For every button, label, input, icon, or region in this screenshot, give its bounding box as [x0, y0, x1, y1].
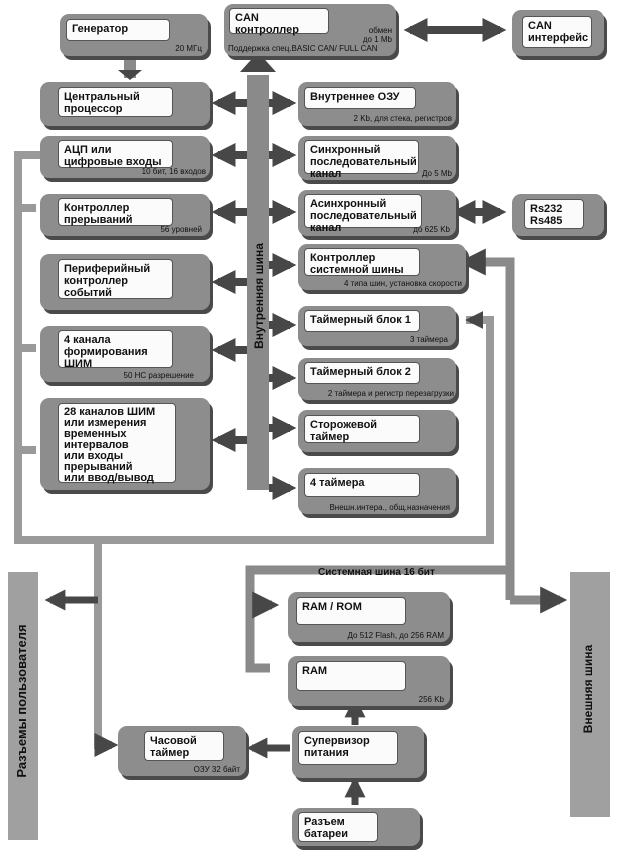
external-bus-panel [570, 572, 610, 817]
timer2-block: Таймерный блок 2 2 таймера и регистр пер… [298, 358, 456, 400]
adc-title: АЦП или цифровые входы [64, 144, 162, 168]
adc-note: 10 бит, 16 входов [141, 167, 206, 176]
async-serial-title: Асинхронный последовательный канал [310, 198, 417, 234]
battery-block: Разъем батареи [292, 808, 420, 846]
internal-ram-note: 2 Kb, для стека, регистров [353, 114, 452, 123]
interrupt-controller-block: Контроллер прерываний 56 уровней [40, 194, 210, 236]
external-bus-label: Внешняя шина [581, 644, 595, 734]
ram-note: 256 Kb [418, 695, 444, 704]
ram-block: RAM 256 Kb [288, 656, 450, 706]
async-serial-block: Асинхронный последовательный канал до 62… [298, 190, 456, 236]
clock-block: Часовой таймер ОЗУ 32 байт [118, 726, 246, 776]
pwm4-block: 4 канала формирования ШИМ 50 НС разрешен… [40, 326, 210, 382]
internal-ram-block: Внутреннее ОЗУ 2 Kb, для стека, регистро… [298, 82, 456, 126]
pwm4-note: 50 НС разрешение [123, 371, 194, 380]
ram-title: RAM [302, 665, 328, 677]
timers4-block: 4 таймера Внешн.интера., общ.назначения [298, 468, 456, 514]
sysbus-controller-note: 4 типа шин, установка скорости [343, 279, 462, 288]
watchdog-block: Сторожевой таймер [298, 410, 456, 452]
user-connectors-panel [8, 572, 38, 840]
timers4-note: Внешн.интера., общ.назначения [329, 503, 450, 512]
can-controller-block: CAN контроллер обмен до 1 Mb Поддержка с… [224, 4, 396, 56]
left-collector-line [14, 151, 494, 544]
ramrom-title: RAM / ROM [302, 601, 362, 613]
interrupt-controller-title: Контроллер прерываний [64, 202, 133, 226]
timer1-block: Таймерный блок 1 3 таймера [298, 306, 456, 346]
rs-title: Rs232 Rs485 [530, 203, 563, 227]
internal-ram-title: Внутреннее ОЗУ [310, 91, 400, 103]
timer2-note: 2 таймера и регистр перезагрузки [327, 389, 454, 398]
ramrom-note: До 512 Flash, до 256 RAM [347, 631, 444, 640]
can-controller-rate: обмен до 1 Mb [362, 26, 392, 44]
generator-note: 20 МГц [175, 44, 202, 53]
cpu-title: Центральный процессор [64, 91, 140, 115]
pec-block: Периферийный контроллер событий [40, 254, 210, 310]
supervisor-block: Супервизор питания [292, 726, 424, 778]
can-controller-title: CAN контроллер [235, 12, 299, 36]
battery-title: Разъем батареи [304, 816, 349, 840]
pec-title: Периферийный контроллер событий [64, 263, 151, 299]
generator-title: Генератор [72, 23, 129, 35]
cpu-block: Центральный процессор [40, 82, 210, 126]
rs-block: Rs232 Rs485 [512, 194, 604, 236]
can-controller-note: Поддержка спец.BASIC CAN/ FULL CAN [228, 44, 378, 53]
sync-serial-title: Синхронный последовательный канал [310, 144, 417, 180]
timer2-title: Таймерный блок 2 [310, 366, 411, 378]
clock-note: ОЗУ 32 байт [193, 765, 240, 774]
timer1-title: Таймерный блок 1 [310, 314, 411, 326]
watchdog-title: Сторожевой таймер [310, 419, 378, 443]
pwm28-block: 28 каналов ШИМ или измерения временных и… [40, 398, 210, 490]
pwm28-title: 28 каналов ШИМ или измерения временных и… [64, 406, 156, 484]
adc-block: АЦП или цифровые входы 10 бит, 16 входов [40, 136, 210, 178]
supervisor-title: Супервизор питания [304, 735, 370, 759]
internal-bus-label: Внутренняя шина [252, 243, 266, 349]
async-serial-note: до 625 Kb [413, 225, 450, 234]
clock-feed-line [94, 540, 119, 757]
can-interface-block: CAN интерфейс [512, 10, 604, 56]
generator-block: Генератор 20 МГц [60, 14, 208, 56]
ramrom-block: RAM / ROM До 512 Flash, до 256 RAM [288, 592, 450, 642]
pwm4-title: 4 канала формирования ШИМ [64, 334, 148, 370]
sysbus-controller-block: Контроллер системной шины 4 типа шин, ус… [298, 244, 466, 290]
timer1-note: 3 таймера [409, 335, 448, 344]
user-connectors-label: Разъемы пользователя [14, 624, 29, 778]
interrupt-controller-note: 56 уровней [160, 225, 202, 234]
sync-serial-note: До 5 Mb [422, 169, 452, 178]
sync-serial-block: Синхронный последовательный канал До 5 M… [298, 136, 456, 180]
can-interface-title: CAN интерфейс [528, 20, 589, 44]
system-bus-label: Системная шина 16 бит [318, 567, 435, 578]
clock-title: Часовой таймер [150, 735, 197, 759]
timers4-title: 4 таймера [310, 477, 365, 489]
system-bus-line [245, 257, 515, 673]
sysbus-controller-title: Контроллер системной шины [310, 252, 404, 276]
